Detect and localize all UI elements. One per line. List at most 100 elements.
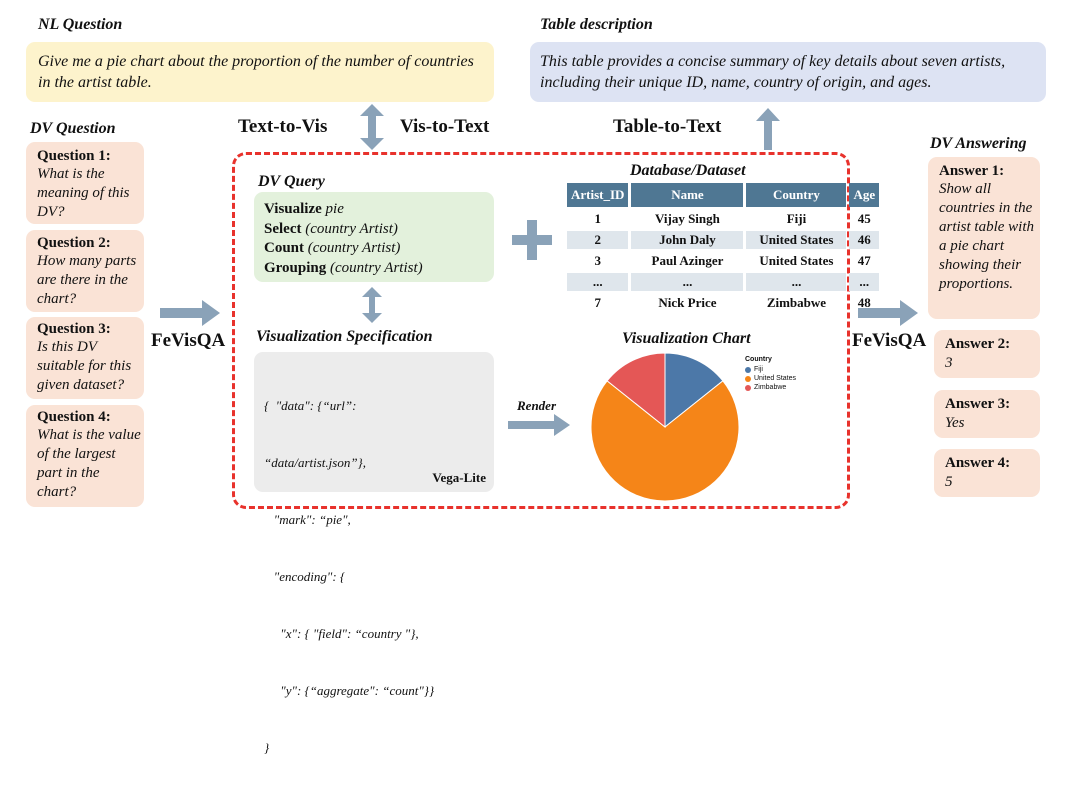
dv-query-line: Visualize pie xyxy=(264,200,423,220)
legend-swatch xyxy=(745,375,751,382)
vis-spec-box: { "data": {“url”: “data/artist.json”}, "… xyxy=(254,352,494,755)
nl-question-text: Give me a pie chart about the proportion… xyxy=(38,53,474,91)
question-4-text: What is the value of the largest part in… xyxy=(37,427,141,500)
table-description-header: Table description xyxy=(540,16,653,33)
table-cell: Paul Azinger xyxy=(651,253,724,268)
spec-line: "mark": “pie", xyxy=(264,512,351,527)
answer-3-title: Answer 3: xyxy=(945,396,1011,412)
table-cell: Zimbabwe xyxy=(766,295,827,310)
table-cell: 1 xyxy=(594,211,601,226)
vis-spec-header: Visualization Specification xyxy=(256,328,433,345)
pie-legend: Country Fiji United States Zimbabwe xyxy=(745,356,796,392)
legend-item-fiji: Fiji xyxy=(745,365,796,374)
table-cell: ... xyxy=(567,273,629,291)
column-header: Artist_ID xyxy=(567,183,629,207)
question-2-title: Question 2: xyxy=(37,235,111,251)
table-cell: ... xyxy=(746,273,847,291)
dv-query-line: Count (country Artist) xyxy=(264,239,423,259)
table-description-box: This table provides a concise summary of… xyxy=(530,42,1046,102)
render-arrow-icon xyxy=(508,414,570,436)
question-1-text: What is the meaning of this DV? xyxy=(37,166,130,220)
table-cell: Nick Price xyxy=(658,295,717,310)
table-to-text-label: Table-to-Text xyxy=(613,116,722,137)
query-keyword: Visualize xyxy=(264,201,322,217)
table-cell: John Daly xyxy=(631,231,744,249)
question-3-box: Question 3: Is this DV suitable for this… xyxy=(26,317,144,399)
table-cell: 45 xyxy=(857,211,871,226)
spec-line: "x": { "field": “country "}, xyxy=(264,626,419,641)
table-cell: United States xyxy=(759,253,834,268)
answer-1-text: Show all countries in the artist table w… xyxy=(939,181,1035,292)
dv-query-line: Grouping (country Artist) xyxy=(264,259,423,279)
table-cell: United States xyxy=(746,231,847,249)
text-to-vis-label: Text-to-Vis xyxy=(238,116,328,137)
database-table: Artist_ID Name Country Age 1 Vijay Singh… xyxy=(564,180,882,315)
query-argument: (country Artist) xyxy=(330,259,423,276)
spec-line: "encoding": { xyxy=(264,569,346,584)
table-cell: Vijay Singh xyxy=(654,211,720,226)
database-table-wrap: Artist_ID Name Country Age 1 Vijay Singh… xyxy=(564,180,882,315)
table-cell: ... xyxy=(631,273,744,291)
answer-3-text: Yes xyxy=(945,415,965,431)
plus-icon xyxy=(512,220,552,265)
up-arrow-icon xyxy=(756,108,780,150)
table-cell: 2 xyxy=(567,231,629,249)
table-description-text: This table provides a concise summary of… xyxy=(540,53,1006,91)
right-arrow-2-icon xyxy=(858,300,918,326)
legend-item-united-states: United States xyxy=(745,374,796,383)
pie-slice-fiji xyxy=(664,352,724,429)
table-cell: 3 xyxy=(594,253,601,268)
pie-slice-united-states xyxy=(590,380,740,502)
bidirectional-arrow-icon xyxy=(360,104,384,150)
question-4-box: Question 4: What is the value of the lar… xyxy=(26,405,144,507)
table-header-row: Artist_ID Name Country Age xyxy=(567,183,880,207)
question-2-box: Question 2: How many parts are there in … xyxy=(26,230,144,312)
query-argument: (country Artist) xyxy=(307,240,401,256)
table-row: 1 Vijay Singh Fiji 45 xyxy=(567,210,879,228)
query-spec-arrow-icon xyxy=(362,287,382,323)
pie-chart xyxy=(590,352,740,502)
table-cell: ... xyxy=(849,273,880,291)
question-4-title: Question 4: xyxy=(37,409,111,425)
nl-question-header: NL Question xyxy=(38,16,123,33)
spec-line: { "data": {“url”: xyxy=(264,398,357,413)
column-header: Country xyxy=(746,183,847,207)
answer-2-text: 3 xyxy=(945,355,953,371)
spec-line: “data/artist.json”}, xyxy=(264,455,367,470)
vis-spec-code: { "data": {“url”: “data/artist.json”}, "… xyxy=(264,358,434,795)
table-row: ... ... ... ... xyxy=(567,273,880,291)
vis-chart-header: Visualization Chart xyxy=(622,330,751,347)
query-argument: pie xyxy=(325,201,344,217)
vega-lite-tag: Vega-Lite xyxy=(432,470,486,485)
main-dashed-frame xyxy=(232,152,850,509)
question-1-title: Question 1: xyxy=(37,148,111,164)
table-cell: 47 xyxy=(857,253,871,268)
question-2-text: How many parts are there in the chart? xyxy=(37,253,137,307)
legend-label: Zimbabwe xyxy=(754,384,787,391)
column-header: Name xyxy=(631,183,744,207)
question-3-text: Is this DV suitable for this given datas… xyxy=(37,339,132,393)
dv-query-line: Select (country Artist) xyxy=(264,220,423,240)
dv-query-box: Visualize pie Select (country Artist) Co… xyxy=(254,192,494,282)
answer-4-title: Answer 4: xyxy=(945,455,1011,471)
query-argument: (country Artist) xyxy=(305,220,398,237)
table-row: 3 Paul Azinger United States 47 xyxy=(567,252,879,270)
database-header: Database/Dataset xyxy=(630,162,746,179)
dv-query-header: DV Query xyxy=(258,173,325,190)
vis-to-text-label: Vis-to-Text xyxy=(400,116,490,137)
legend-label: Fiji xyxy=(754,366,763,373)
legend-title: Country xyxy=(745,356,772,363)
fevisqa-right-label: FeVisQA xyxy=(852,330,927,351)
answer-1-box: Answer 1: Show all countries in the arti… xyxy=(928,157,1040,319)
nl-question-box: Give me a pie chart about the proportion… xyxy=(26,42,494,102)
dv-question-header: DV Question xyxy=(30,120,116,137)
table-row: 7 Nick Price Zimbabwe 48 xyxy=(567,294,879,312)
query-keyword: Grouping xyxy=(264,259,327,276)
query-keyword: Count xyxy=(264,240,305,256)
legend-label: United States xyxy=(754,375,797,382)
table-cell: 46 xyxy=(849,231,880,249)
table-cell: 7 xyxy=(594,295,601,310)
right-arrow-icon xyxy=(160,300,220,326)
spec-line: "y": {“aggregate": “count"}} xyxy=(264,683,435,698)
render-label: Render xyxy=(517,398,556,413)
